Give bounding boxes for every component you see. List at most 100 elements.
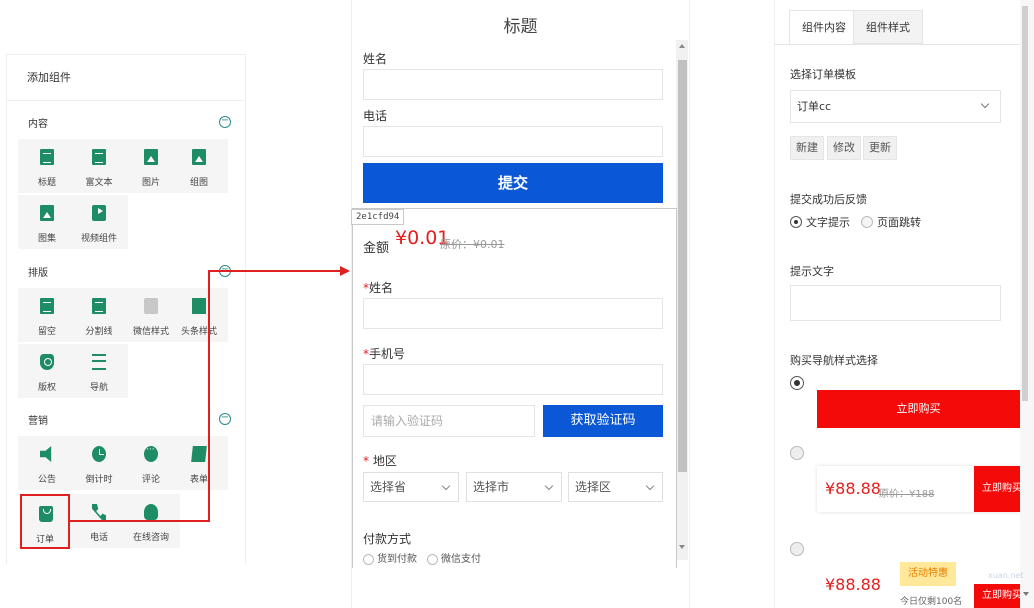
- nav-style-preview-1: 立即购买: [817, 390, 1020, 428]
- tile-label: 版权: [37, 383, 56, 393]
- chevron-down-icon: [980, 99, 990, 109]
- order-name-label: *姓名: [363, 279, 393, 296]
- feedback-option-label: 页面跳转: [877, 216, 921, 229]
- group-title-layout: 排版: [28, 268, 48, 279]
- mobile-text: 手机号: [369, 347, 406, 361]
- promo-badge: 活动特惠: [900, 562, 956, 586]
- city-select[interactable]: 选择市: [466, 472, 562, 502]
- copyright-icon: [40, 354, 54, 370]
- tile-copyright[interactable]: 版权: [18, 344, 76, 398]
- tile-label: 微信样式: [132, 327, 169, 337]
- nav-original-price: 原价：¥188: [879, 489, 935, 500]
- alarm-clock-icon: [92, 446, 106, 462]
- tile-blank[interactable]: 留空: [18, 288, 76, 342]
- tile-nav[interactable]: 导航: [70, 344, 128, 398]
- nav-list-icon: [92, 354, 106, 370]
- video-icon: [92, 205, 106, 221]
- province-value: 选择省: [370, 480, 407, 494]
- album-icon: [40, 205, 54, 221]
- tile-label: 组图: [189, 178, 208, 188]
- arrow-connector: [208, 270, 342, 272]
- tile-album[interactable]: 图集: [18, 195, 76, 249]
- template-select[interactable]: 订单cc: [790, 90, 1001, 123]
- tile-rich-text[interactable]: 富文本: [70, 139, 128, 193]
- tile-video[interactable]: 视频组件: [70, 195, 128, 249]
- tile-form[interactable]: 表单: [170, 436, 228, 490]
- tabs-divider: [774, 44, 1020, 45]
- get-code-button[interactable]: 获取验证码: [543, 405, 663, 437]
- name-label: 姓名: [363, 52, 388, 66]
- tile-label: 视频组件: [80, 234, 117, 244]
- tile-label: 倒计时: [85, 475, 113, 485]
- tile-notice[interactable]: 公告: [18, 436, 76, 490]
- preview-scroll-thumb[interactable]: [678, 60, 687, 472]
- scroll-down-icon[interactable]: [679, 545, 685, 549]
- tab-component-content[interactable]: 组件内容: [789, 10, 859, 44]
- tile-label: 订单: [35, 535, 54, 545]
- tile-title[interactable]: 标题: [18, 139, 76, 193]
- update-button[interactable]: 更新: [863, 136, 897, 160]
- comment-icon: [144, 445, 158, 462]
- support-icon: [144, 504, 158, 520]
- collapse-marketing-icon[interactable]: −: [219, 412, 231, 425]
- scroll-down-icon[interactable]: [1023, 592, 1029, 596]
- radio-checked-icon: [790, 216, 802, 228]
- tip-text-input[interactable]: [790, 285, 1001, 321]
- tile-label: 标题: [37, 178, 56, 188]
- radio-icon: [861, 216, 873, 228]
- phone-label: 电话: [363, 109, 388, 123]
- tile-label: 评论: [141, 475, 160, 485]
- feedback-label: 提交成功后反馈: [790, 193, 867, 206]
- payment-option-cod[interactable]: 货到付款: [363, 550, 417, 565]
- nav-buy-now: 立即购买: [974, 584, 1020, 608]
- city-value: 选择市: [473, 480, 510, 494]
- chevron-down-icon: [645, 481, 655, 491]
- nav-style-radio-2[interactable]: [790, 446, 804, 460]
- nav-style-radio-1[interactable]: [790, 376, 804, 390]
- template-value: 订单cc: [797, 100, 832, 113]
- order-name-input[interactable]: [363, 298, 663, 329]
- tile-divider[interactable]: 分割线: [70, 288, 128, 342]
- nav-style-label: 购买导航样式选择: [790, 354, 878, 367]
- nav-buy-now: 立即购买: [974, 466, 1020, 512]
- submit-button[interactable]: 提交: [363, 163, 663, 203]
- tile-gallery[interactable]: 组图: [170, 139, 228, 193]
- tile-label: 富文本: [85, 178, 113, 188]
- scroll-up-icon[interactable]: [679, 44, 685, 48]
- province-select[interactable]: 选择省: [363, 472, 459, 502]
- speaker-icon: [40, 446, 52, 462]
- tile-countdown[interactable]: 倒计时: [70, 436, 128, 490]
- bag-icon: [39, 506, 53, 522]
- settings-scroll-thumb[interactable]: [1022, 6, 1028, 401]
- panel-header: 添加组件: [7, 55, 245, 101]
- new-button[interactable]: 新建: [790, 136, 824, 160]
- radio-icon: [363, 553, 374, 565]
- feedback-text-option[interactable]: 文字提示: [790, 214, 850, 230]
- tile-news-style[interactable]: 头条样式: [170, 288, 228, 342]
- edit-button[interactable]: 修改: [827, 136, 861, 160]
- nav-style-radio-3[interactable]: [790, 542, 804, 556]
- required-mark: *: [363, 281, 369, 295]
- order-component[interactable]: [352, 208, 677, 568]
- radio-icon: [427, 553, 438, 565]
- district-value: 选择区: [575, 480, 612, 494]
- tab-component-style[interactable]: 组件样式: [853, 10, 923, 44]
- component-id-tag: 2e1cfd94: [351, 209, 405, 225]
- feedback-redirect-option[interactable]: 页面跳转: [861, 214, 921, 230]
- arrow-connector: [208, 270, 210, 522]
- verify-code-input[interactable]: 请输入验证码: [363, 405, 535, 437]
- payment-option-wechat[interactable]: 微信支付: [427, 550, 481, 565]
- payment-option-label: 微信支付: [441, 554, 481, 565]
- phone-icon: [92, 504, 106, 520]
- collapse-content-icon[interactable]: −: [219, 115, 231, 128]
- phone-input[interactable]: [363, 126, 663, 157]
- tile-order[interactable]: 订单: [20, 494, 70, 549]
- mobile-input[interactable]: [363, 364, 663, 395]
- name-input[interactable]: [363, 69, 663, 100]
- district-select[interactable]: 选择区: [568, 472, 663, 502]
- group-title-content: 内容: [28, 119, 48, 130]
- required-mark: *: [363, 454, 369, 468]
- tile-label: 图片: [141, 178, 160, 188]
- tile-label: 表单: [189, 475, 208, 485]
- group-title-marketing: 营销: [28, 416, 48, 427]
